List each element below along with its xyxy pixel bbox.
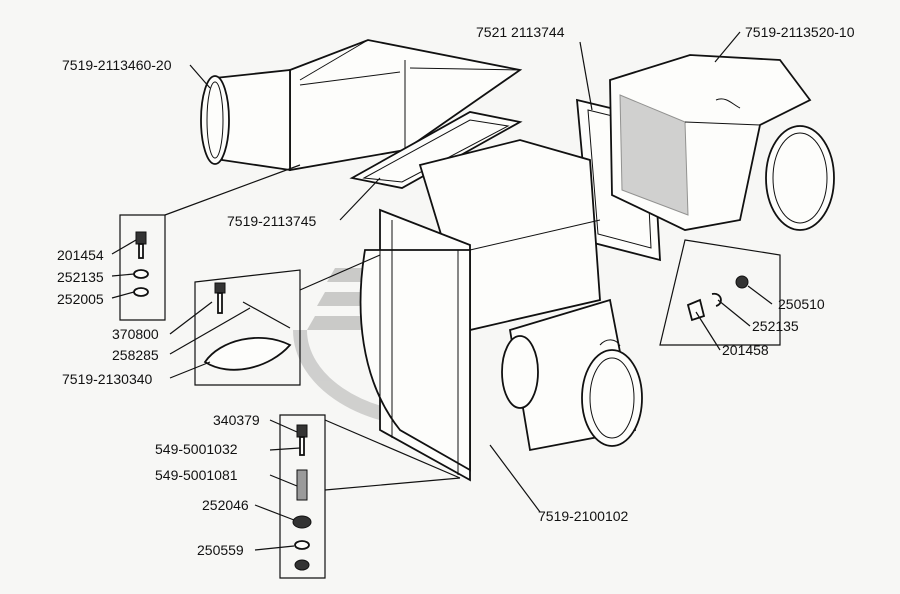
label-washer-2: 252005 [57,291,104,307]
right-air-duct [609,54,835,231]
fan-motor [501,298,643,452]
label-bolt-2: 370800 [112,326,159,342]
right-fastener-box [659,239,781,346]
left-fastener-box [119,164,301,321]
label-nut-right: 250510 [778,296,825,312]
label-gasket-top: 7519-2113745 [227,213,316,229]
label-washer-1: 252135 [57,269,104,285]
label-bolt-right: 201458 [722,342,769,358]
fan-housing [359,139,601,482]
label-rod: 258285 [112,347,159,363]
label-bolt-3: 340379 [213,412,260,428]
label-spacer: 549-5001081 [155,467,238,483]
label-bolt-1: 201454 [57,247,104,263]
bottom-fastener-box [279,414,461,579]
left-air-duct [200,39,523,172]
middle-fastener-box [194,254,381,386]
label-sleeve: 549-5001032 [155,441,238,457]
label-washer-right: 252135 [752,318,799,334]
label-cap: 7519-2130340 [62,371,153,387]
label-cushion: 252046 [202,497,249,513]
label-nut-bottom: 250559 [197,542,244,558]
label-duct-right: 7519-2113520-10 [745,24,855,40]
label-gasket-flange: 7521 2113744 [476,24,565,40]
label-duct-left: 7519-2113460-20 [62,57,172,73]
leader-lines [111,31,773,551]
label-fan-assembly: 7519-2100102 [538,508,629,524]
top-gasket [349,111,523,189]
